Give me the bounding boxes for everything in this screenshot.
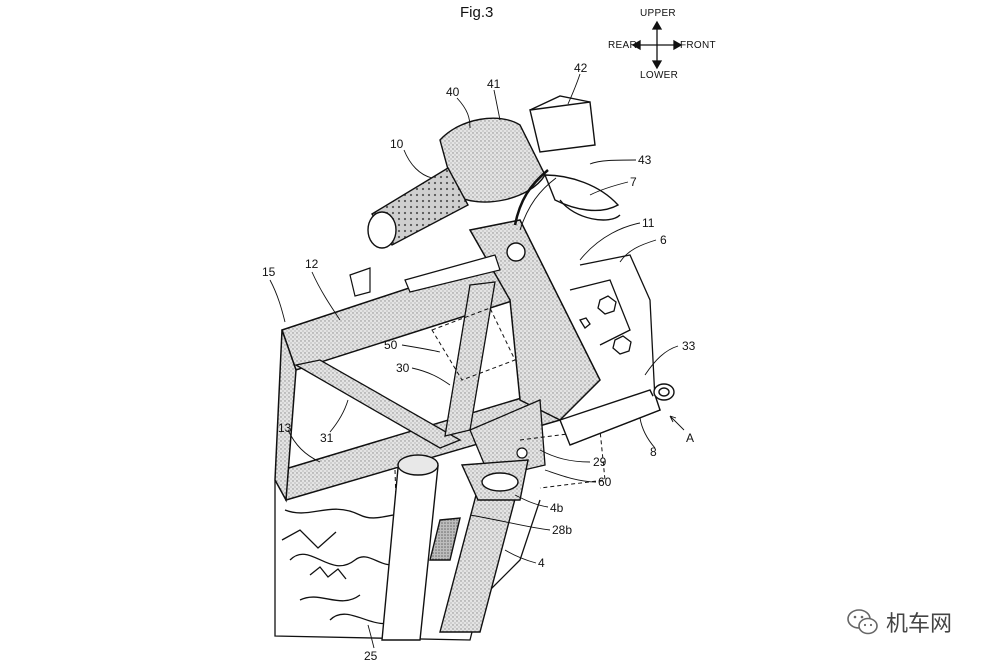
ref-label-41: 41: [487, 77, 501, 91]
ref-label-12: 12: [305, 257, 319, 271]
tank-mount-bracket: [349, 267, 371, 297]
watermark: 机车网: [846, 606, 952, 638]
wechat-logo-icon: [847, 609, 878, 635]
ref-label-6: 6: [660, 233, 667, 247]
ref-label-43: 43: [638, 153, 652, 167]
frame-rear-section: [274, 329, 297, 503]
shock-column: [381, 454, 461, 641]
ref-label-50: 50: [384, 338, 398, 352]
orientation-upper: UPPER: [640, 8, 676, 19]
ref-label-4b: 4b: [550, 501, 564, 515]
ref-label-7: 7: [630, 175, 637, 189]
ref-label-4: 4: [538, 556, 545, 570]
ref-label-33: 33: [682, 339, 696, 353]
handlebar-assembly: [367, 95, 621, 249]
ref-label-8: 8: [650, 445, 657, 459]
ref-label-15: 15: [262, 265, 276, 279]
ref-label-A: A: [686, 431, 695, 445]
orientation-front: FRONT: [680, 40, 716, 51]
ref-label-25: 25: [364, 649, 378, 663]
ref-label-42: 42: [574, 61, 588, 75]
orientation-compass: UPPER LOWER REAR FRONT: [600, 6, 720, 86]
compass-arrows: [631, 20, 683, 70]
ref-label-10: 10: [390, 137, 404, 151]
ref-label-30: 30: [396, 361, 410, 375]
ref-label-31: 31: [320, 431, 334, 445]
ref-label-60: 60: [598, 475, 612, 489]
bolt: [516, 447, 528, 459]
ref-label-40: 40: [446, 85, 460, 99]
watermark-text: 机车网: [886, 612, 953, 637]
ref-label-28b: 28b: [552, 523, 573, 537]
upper-bracket: [404, 254, 501, 293]
bracket-29: [469, 399, 546, 479]
figure-title: Fig.3: [460, 4, 494, 21]
leader-lines: [269, 73, 685, 649]
frame-cross-member: [294, 359, 462, 449]
orientation-lower: LOWER: [640, 70, 679, 81]
ref-label-29: 29: [593, 455, 607, 469]
ref-label-13: 13: [278, 421, 292, 435]
pivot-hole: [506, 242, 526, 262]
connector-8: [559, 383, 675, 446]
fork-tube: [439, 459, 529, 633]
orientation-rear: REAR: [608, 40, 637, 51]
ref-label-11: 11: [642, 216, 655, 230]
